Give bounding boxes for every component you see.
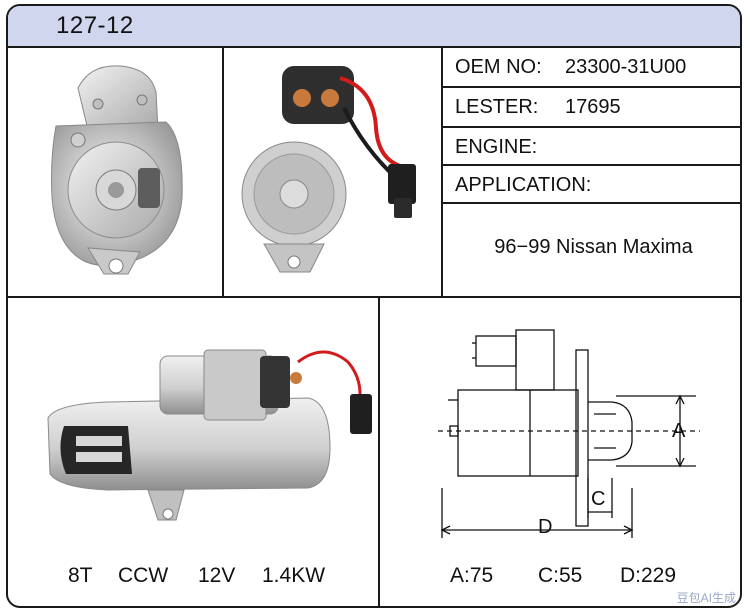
mounting-flange xyxy=(575,349,589,527)
spec-row-lester: LESTER: 17695 xyxy=(443,88,740,126)
starter-side-image xyxy=(47,349,372,521)
divider xyxy=(443,86,740,88)
starter-front-view xyxy=(8,48,222,296)
spec-row-engine: ENGINE: xyxy=(443,128,740,166)
product-card: 127-12 xyxy=(6,4,742,608)
divider xyxy=(443,126,740,128)
dim-label-d: D xyxy=(538,516,553,538)
spec-rotation: CCW xyxy=(118,564,169,587)
spec-voltage: 12V xyxy=(198,564,236,587)
spec-label: LESTER: xyxy=(455,96,539,118)
dimension-diagram xyxy=(438,329,700,538)
dim-a-value: A:75 xyxy=(450,564,494,587)
divider xyxy=(8,296,740,298)
divider xyxy=(443,202,740,204)
dim-label-a: A xyxy=(672,420,686,442)
starter-front-image xyxy=(51,65,183,275)
header-bar: 127-12 xyxy=(8,6,740,48)
spec-power: 1.4KW xyxy=(262,564,326,587)
spec-value: 17695 xyxy=(565,96,621,118)
spec-row-application: APPLICATION: xyxy=(443,166,740,204)
divider xyxy=(378,296,380,606)
dim-label-c: C xyxy=(591,488,606,510)
divider xyxy=(443,164,740,166)
solenoid-terminal-block xyxy=(475,335,517,367)
spec-value: 23300-31U00 xyxy=(565,56,687,78)
spec-label: OEM NO: xyxy=(455,56,542,78)
dim-d-value: D:229 xyxy=(620,564,677,587)
starter-side-view: 8T CCW 12V 1.4KW xyxy=(8,298,378,587)
spec-label: APPLICATION: xyxy=(455,174,592,196)
spec-teeth: 8T xyxy=(68,564,93,587)
spec-label: ENGINE: xyxy=(455,136,538,158)
dimension-drawing: A C D A:75 C:55 D:229 xyxy=(380,298,740,606)
spec-table: OEM NO: 23300-31U00 LESTER: 17695 ENGINE… xyxy=(443,48,740,296)
part-code: 127-12 xyxy=(56,12,134,39)
divider xyxy=(222,46,224,296)
application-value: 96−99 Nissan Maxima xyxy=(494,236,693,258)
starter-rear-image xyxy=(241,66,416,273)
motor-body xyxy=(457,389,579,477)
dim-c-value: C:55 xyxy=(538,564,583,587)
watermark: 豆包AI生成 xyxy=(676,591,736,605)
divider xyxy=(441,46,443,296)
spec-row-oem: OEM NO: 23300-31U00 xyxy=(443,48,740,86)
starter-rear-view xyxy=(224,48,441,296)
